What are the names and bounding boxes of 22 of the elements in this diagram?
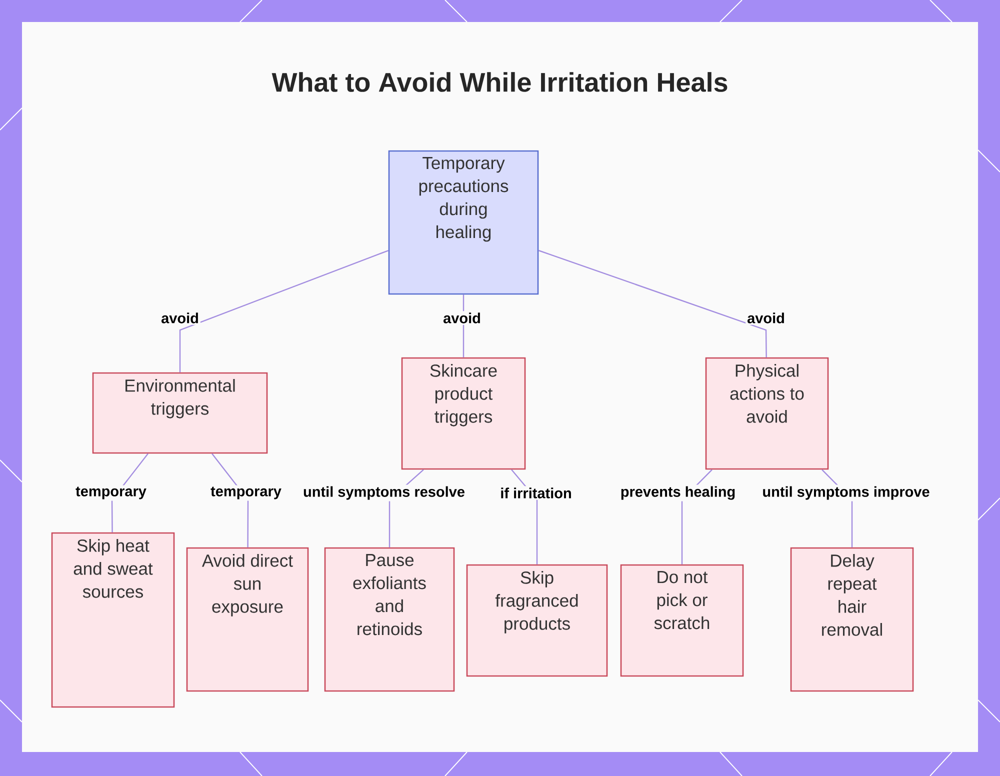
edge-label: avoid bbox=[160, 311, 200, 325]
process-box: Environmental triggers bbox=[92, 372, 268, 454]
process-box: Temporary precautions during healing bbox=[388, 150, 539, 295]
edge-label: if irritation bbox=[498, 486, 574, 500]
edge-label: temporary bbox=[209, 485, 283, 501]
process-box: Skincare product triggers bbox=[401, 357, 526, 470]
edge-label: avoid bbox=[442, 311, 482, 325]
process-box: Pause exfoliants and retinoids bbox=[324, 547, 455, 692]
connector bbox=[538, 250, 767, 358]
edge-label: temporary bbox=[74, 485, 148, 501]
edge-label: until symptoms resolve bbox=[302, 484, 466, 502]
edge-label: until symptoms improve bbox=[760, 484, 932, 502]
process-box: Physical actions to avoid bbox=[705, 357, 829, 470]
connector bbox=[179, 250, 389, 372]
edge-label: prevents healing bbox=[618, 484, 738, 502]
edge-label: avoid bbox=[746, 311, 786, 325]
process-box: Delay repeat hair removal bbox=[790, 547, 914, 692]
process-box: Do not pick or scratch bbox=[620, 564, 744, 677]
process-box: Avoid direct sun exposure bbox=[186, 547, 309, 692]
title: What to Avoid While Irritation Heals bbox=[272, 72, 728, 92]
process-box: Skip heat and sweat sources bbox=[51, 532, 175, 708]
process-box: Skip fragranced products bbox=[466, 564, 608, 677]
